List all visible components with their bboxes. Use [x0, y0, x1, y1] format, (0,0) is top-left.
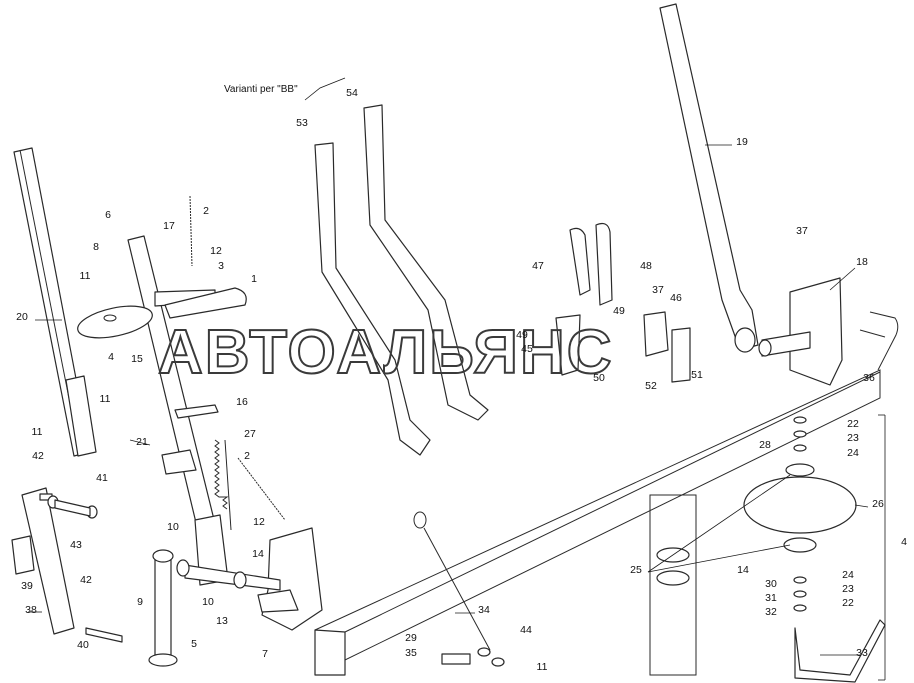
callout-c36: 36	[863, 372, 875, 384]
callout-c6: 6	[105, 209, 111, 221]
callout-c47: 47	[532, 260, 544, 272]
callout-c37b: 37	[652, 284, 664, 296]
callout-c9: 9	[137, 596, 143, 608]
callout-c11d: 11	[537, 661, 548, 673]
callout-c10a: 10	[167, 521, 179, 533]
callout-c29: 29	[405, 632, 417, 644]
callout-c48: 48	[640, 260, 652, 272]
u-bolt-36	[859, 311, 899, 371]
post-38	[11, 487, 123, 643]
tine-47-48	[569, 222, 613, 306]
callout-c19: 19	[736, 136, 748, 148]
callout-c11a: 11	[80, 270, 91, 282]
callout-c12a: 12	[210, 245, 222, 257]
callout-c24a: 24	[847, 447, 859, 459]
callout-c24b: 24	[842, 569, 854, 581]
callout-c42a: 42	[32, 450, 44, 462]
callout-c44: 44	[520, 624, 532, 636]
callout-c27: 27	[244, 428, 256, 440]
callout-c11c: 11	[32, 426, 43, 438]
chain-2	[189, 195, 286, 521]
callout-c13: 13	[216, 615, 228, 627]
callout-c20: 20	[16, 311, 28, 323]
callout-c42b: 42	[80, 574, 92, 586]
callout-c14a: 14	[252, 548, 264, 560]
tube-20	[13, 147, 97, 457]
callout-c11b: 11	[100, 393, 111, 405]
callout-c32: 32	[765, 606, 777, 618]
callout-c22a: 22	[847, 418, 859, 430]
callout-c40: 40	[77, 639, 89, 651]
callout-c4b: 4	[901, 536, 907, 548]
callout-c34: 34	[478, 604, 490, 616]
callout-c53: 53	[296, 117, 308, 129]
callout-c3: 3	[218, 260, 224, 272]
watermark: АВТОАЛЬЯНС	[158, 318, 614, 387]
callout-c7: 7	[262, 648, 268, 660]
stand-5	[148, 549, 178, 667]
bracket-45	[555, 311, 669, 376]
mount-18	[758, 277, 843, 386]
callout-c2b: 2	[244, 450, 250, 462]
callout-c33: 33	[856, 647, 868, 659]
callout-c8: 8	[93, 241, 99, 253]
callout-c39: 39	[21, 580, 33, 592]
leader-lines	[28, 77, 886, 681]
stack-25	[649, 494, 697, 676]
callout-c52: 52	[645, 380, 657, 392]
callout-c35: 35	[405, 647, 417, 659]
callout-c46: 46	[670, 292, 682, 304]
callout-c49a: 49	[516, 329, 528, 341]
callout-c38: 38	[25, 604, 37, 616]
callout-c54: 54	[346, 87, 358, 99]
callout-c4a: 4	[108, 351, 114, 363]
callout-c17: 17	[163, 220, 175, 232]
callout-c23b: 23	[842, 583, 854, 595]
arm-54	[363, 104, 489, 421]
callout-c25: 25	[630, 564, 642, 576]
callout-c41: 41	[96, 472, 108, 484]
post-52	[671, 327, 691, 383]
callout-c51: 51	[691, 369, 703, 381]
callout-c16: 16	[236, 396, 248, 408]
callout-c18: 18	[856, 256, 868, 268]
callout-c15: 15	[131, 353, 143, 365]
callout-c26: 26	[872, 498, 884, 510]
callout-c28: 28	[759, 439, 771, 451]
callout-c30: 30	[765, 578, 777, 590]
variant-caption: Varianti per "BB"	[224, 84, 298, 95]
arm-53	[314, 142, 431, 456]
callout-c37a: 37	[796, 225, 808, 237]
disc-26	[743, 416, 857, 612]
arm-19	[659, 3, 759, 353]
callout-c10b: 10	[202, 596, 214, 608]
pin-1	[164, 287, 247, 319]
shaft-assembly	[176, 559, 281, 591]
callout-c2a: 2	[203, 205, 209, 217]
callout-c49b: 49	[613, 305, 625, 317]
callout-c43: 43	[70, 539, 82, 551]
disc-4	[77, 305, 153, 339]
callout-c45: 45	[521, 343, 533, 355]
bracket-7	[257, 527, 323, 631]
spring-27	[214, 439, 232, 531]
bracket-16	[174, 404, 219, 419]
base-beam	[314, 369, 881, 676]
callout-c23a: 23	[847, 432, 859, 444]
callout-c12b: 12	[253, 516, 265, 528]
callout-c22b: 22	[842, 597, 854, 609]
callout-c50: 50	[593, 372, 605, 384]
callout-c5: 5	[191, 638, 197, 650]
callout-c1: 1	[251, 273, 257, 285]
callout-c21: 21	[136, 436, 148, 448]
callout-c14b: 14	[737, 564, 749, 576]
callout-c31: 31	[765, 592, 777, 604]
rod-34	[413, 511, 505, 667]
crank-33	[794, 619, 886, 683]
callout-labels: 1223445678910101111111112121314141516171…	[16, 87, 907, 673]
